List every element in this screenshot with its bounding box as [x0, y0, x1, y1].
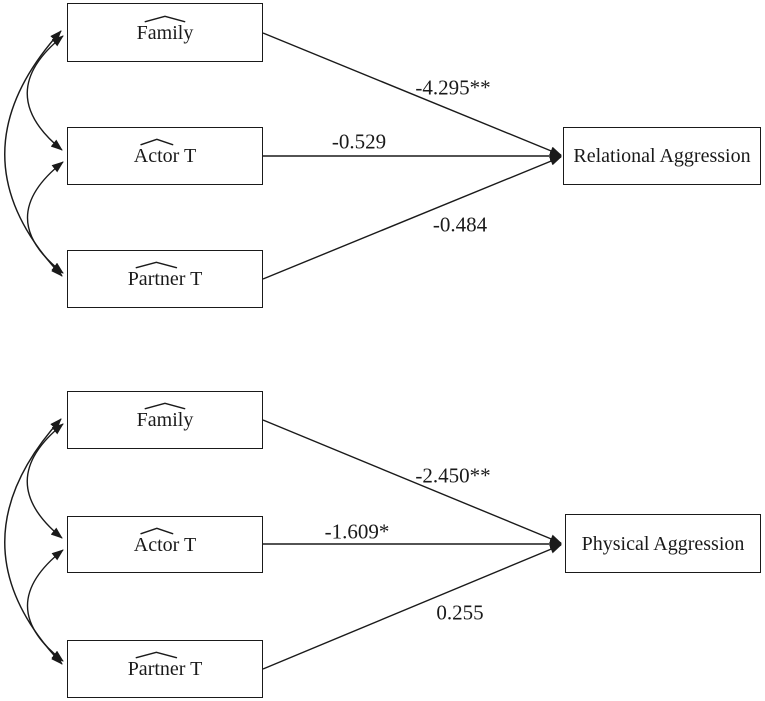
widehat-icon: [135, 651, 178, 659]
coef-family-relational: -4.295**: [415, 75, 491, 100]
box-relational-aggression: Relational Aggression: [563, 127, 761, 185]
arrow-partner-to-relational: [262, 156, 562, 280]
family-label: Family: [137, 410, 193, 430]
partner-label: Partner T: [128, 659, 202, 679]
actor-label: Actor T: [134, 146, 196, 166]
box-family-relational: Family: [67, 3, 263, 62]
box-actor-relational: Actor T: [67, 127, 263, 185]
actor-label: Actor T: [134, 535, 196, 555]
covariance-family-partner-bottom: [4, 418, 63, 665]
partner-label: Partner T: [128, 269, 202, 289]
widehat-icon: [135, 261, 178, 269]
physical-aggression-label: Physical Aggression: [581, 532, 745, 555]
covariance-family-actor-bottom: [26, 423, 64, 539]
relational-aggression-label: Relational Aggression: [573, 145, 751, 167]
coef-partner-relational: -0.484: [432, 212, 488, 237]
widehat-icon: [140, 527, 174, 535]
box-partner-physical: Partner T: [67, 640, 263, 698]
box-partner-relational: Partner T: [67, 250, 263, 308]
widehat-icon: [140, 138, 174, 146]
widehat-icon: [144, 402, 186, 410]
coef-family-physical: -2.450**: [415, 463, 491, 488]
arrow-family-to-physical: [262, 419, 562, 544]
coef-actor-relational: -0.529: [331, 129, 387, 154]
arrow-partner-to-physical: [262, 544, 562, 670]
family-label: Family: [137, 23, 193, 43]
box-family-physical: Family: [67, 391, 263, 449]
box-actor-physical: Actor T: [67, 516, 263, 573]
box-physical-aggression: Physical Aggression: [565, 514, 761, 573]
covariance-family-partner-top: [4, 30, 63, 277]
covariance-family-actor-top: [26, 35, 64, 151]
widehat-icon: [144, 15, 186, 23]
coef-actor-physical: -1.609*: [324, 519, 390, 544]
arrow-family-to-relational: [262, 32, 562, 156]
coef-partner-physical: 0.255: [436, 600, 484, 625]
